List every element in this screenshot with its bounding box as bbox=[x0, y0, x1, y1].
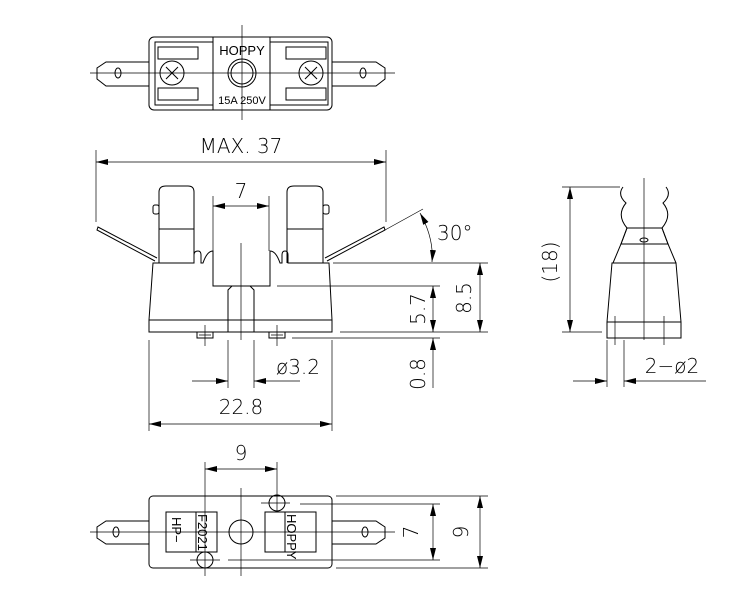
dim-total-height: (18) bbox=[538, 241, 562, 282]
top-rating-label: 15A 250V bbox=[218, 95, 266, 107]
screw-icon bbox=[298, 60, 324, 86]
dim-outer: 9 bbox=[449, 526, 473, 539]
brand-label: HOPPY bbox=[284, 514, 299, 560]
screw-icon bbox=[159, 60, 185, 86]
dim-foot: 0.8 bbox=[406, 358, 430, 390]
model-label-1: HP− bbox=[169, 517, 184, 543]
dim-hole: ø3.2 bbox=[276, 355, 320, 379]
bottom-view: HP− F2021 HOPPY 9 7 9 bbox=[90, 441, 488, 576]
dim-max-width: MAX. 37 bbox=[200, 134, 283, 158]
dim-angle: 30° bbox=[437, 221, 472, 245]
dim-pitch: 9 bbox=[235, 441, 248, 465]
side-view: (18) 2−ø2 bbox=[538, 178, 706, 387]
dim-height: 8.5 bbox=[452, 282, 476, 314]
front-view: MAX. 37 7 30° 8.5 bbox=[95, 134, 488, 431]
dim-slot: 7 bbox=[235, 179, 248, 203]
top-view: HOPPY 15A 250V bbox=[90, 25, 395, 120]
dim-base-width: 22.8 bbox=[219, 395, 264, 419]
top-brand-label: HOPPY bbox=[219, 43, 265, 58]
dim-body: 5.7 bbox=[406, 293, 430, 325]
dim-pins: 2−ø2 bbox=[645, 354, 699, 378]
model-label-2: F2021 bbox=[195, 514, 210, 551]
dim-inner: 7 bbox=[399, 526, 423, 539]
